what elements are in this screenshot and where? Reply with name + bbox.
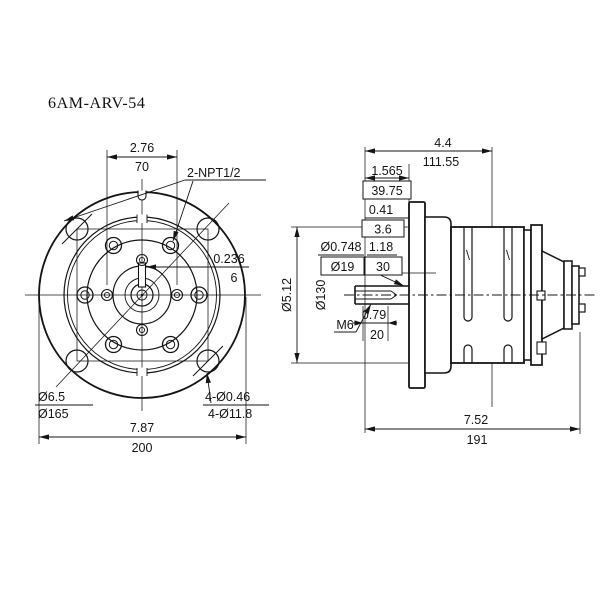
dim-bolt-circle-mm: Ø165	[38, 407, 69, 421]
dim-mount-holes-in: 4-Ø0.46	[205, 390, 250, 404]
front-view: 2.76 70 2-NPT1/2 0.236 6 Ø6.5 Ø165 4-Ø0.…	[25, 141, 269, 455]
front-view-dimensions: 2.76 70 2-NPT1/2 0.236 6 Ø6.5 Ø165 4-Ø0.…	[35, 141, 269, 455]
flange-bolts	[76, 236, 208, 354]
body-slots	[463, 227, 513, 363]
rear-tab-top	[578, 267, 586, 277]
dim-keyway-mm: 6	[231, 271, 238, 285]
dim-flange-od-in: 7.87	[130, 421, 154, 435]
pilot-circle	[86, 239, 198, 351]
dim-overall-len-in: 7.52	[464, 413, 488, 427]
dim-overall-len-mm: 191	[467, 433, 488, 447]
center-mark	[140, 293, 144, 297]
dim-key-len-in: 1.18	[369, 240, 393, 254]
dim-key-len-mm: 30	[376, 260, 390, 274]
mounting-hole-top-right	[196, 217, 220, 241]
dim-tap-thread: M6	[336, 318, 353, 332]
keyway-slot	[137, 262, 147, 288]
flange-ring-notches	[136, 214, 148, 376]
dim-shaft-len-in: 1.565	[371, 164, 402, 178]
shaft-bore-circle	[136, 289, 148, 301]
dim-bolt-circle-in: Ø6.5	[38, 390, 65, 404]
mounting-hole-bottom-right	[196, 349, 220, 373]
mounting-hole-top-left	[65, 217, 89, 241]
dim-shaft-dia-mm: Ø19	[331, 260, 355, 274]
drawing-title: 6AM-ARV-54	[48, 95, 145, 112]
rear-flange-clip-2	[536, 341, 547, 355]
dim-front-section-mm: 111.55	[423, 155, 459, 169]
rear-flange-clip-1	[536, 290, 546, 301]
dim-shaft-step-mm: 3.6	[374, 223, 391, 237]
dim-shaft-dia-in: Ø0.748	[320, 240, 361, 254]
dim-shaft-step-in: 0.41	[369, 203, 393, 217]
dim-pilot-dia-mm: Ø130	[314, 280, 328, 311]
dim-npt-ports-label: 2-NPT1/2	[187, 166, 241, 180]
dim-keyway-in: 0.236	[213, 252, 244, 266]
dim-port-spacing-in: 2.76	[130, 141, 154, 155]
dim-port-spacing-mm: 70	[135, 160, 149, 174]
side-view: 4.4 111.55 1.565 39.75 0.41 3.6 Ø0.748 Ø…	[280, 136, 597, 447]
mounting-hole-bottom-left	[65, 349, 89, 373]
corner-mounting-holes	[61, 213, 224, 377]
dim-flange-od-mm: 200	[132, 441, 153, 455]
side-view-dimensions: 4.4 111.55 1.565 39.75 0.41 3.6 Ø0.748 Ø…	[280, 136, 581, 447]
dim-pilot-dia-in: Ø5.12	[280, 278, 294, 312]
dim-tap-len-mm: 20	[370, 328, 384, 342]
dim-tap-len-in: 0.79	[362, 308, 386, 322]
dim-shaft-len-mm: 39.75	[371, 184, 402, 198]
dim-front-section-in: 4.4	[434, 136, 451, 150]
rear-tab-bottom	[578, 303, 586, 313]
npt-port-holes	[100, 253, 184, 337]
dim-mount-holes-mm: 4-Ø11.8	[208, 407, 252, 421]
